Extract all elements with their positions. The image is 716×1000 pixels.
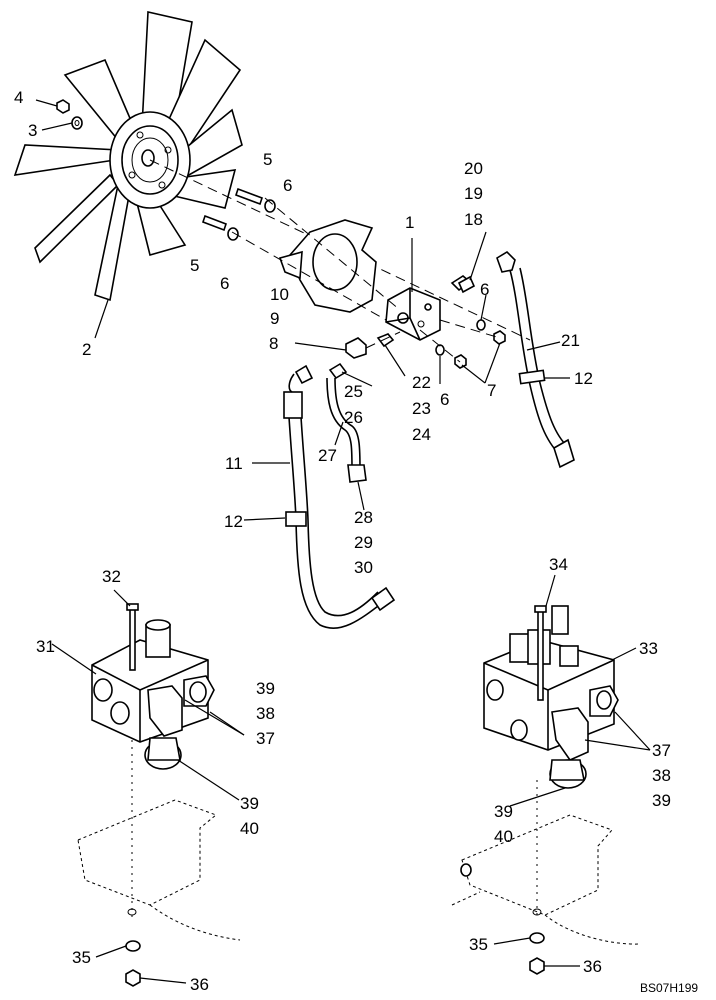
callout-34: 34 bbox=[549, 555, 568, 574]
assembly-line-a bbox=[264, 197, 401, 311]
callout-28: 28 bbox=[354, 508, 373, 527]
fitting-8 bbox=[345, 337, 367, 359]
bolt-34 bbox=[534, 605, 569, 701]
fan-spacer-bracket bbox=[278, 219, 377, 313]
callout-39-left-a: 39 bbox=[256, 679, 275, 698]
washer-35-right bbox=[529, 932, 545, 944]
washer-6-right bbox=[476, 319, 486, 331]
callout-29: 29 bbox=[354, 533, 373, 552]
washer-6-lower bbox=[227, 227, 239, 241]
fan-blade-assembly bbox=[13, 11, 243, 302]
callout-38-left: 38 bbox=[256, 704, 275, 723]
callout-6-right: 6 bbox=[480, 280, 489, 299]
drawing-code: BS07H199 bbox=[640, 981, 698, 995]
nut-36-right bbox=[529, 957, 545, 975]
callout-40-left: 40 bbox=[240, 819, 259, 838]
assembly-line-b bbox=[231, 231, 387, 321]
callout-10: 10 bbox=[270, 285, 289, 304]
callout-38-right: 38 bbox=[652, 766, 671, 785]
bolt-5-lower bbox=[201, 214, 228, 232]
washer-35-left bbox=[125, 940, 141, 952]
bolt-32 bbox=[126, 603, 139, 671]
washer-6-upper bbox=[264, 199, 276, 213]
callout-26: 26 bbox=[344, 408, 363, 427]
callout-24: 24 bbox=[412, 425, 431, 444]
callout-37-right: 37 bbox=[652, 741, 671, 760]
callout-31: 31 bbox=[36, 637, 55, 656]
elbow-fitting-37-right bbox=[549, 707, 589, 789]
callout-33: 33 bbox=[639, 639, 658, 658]
callout-36-left: 36 bbox=[190, 975, 209, 994]
nut-4 bbox=[56, 99, 70, 114]
callout-40-right: 40 bbox=[494, 827, 513, 846]
assembly-line-c bbox=[439, 319, 501, 339]
leader-lines bbox=[35, 99, 651, 984]
bolt-5-upper bbox=[234, 187, 264, 206]
hose-27 bbox=[326, 362, 367, 483]
callout-7: 7 bbox=[487, 381, 496, 400]
callout-37-left: 37 bbox=[256, 729, 275, 748]
callout-30: 30 bbox=[354, 558, 373, 577]
nut-7-b bbox=[454, 354, 467, 369]
fitting-39-left bbox=[183, 675, 215, 707]
callout-4: 4 bbox=[14, 88, 23, 107]
callout-39-left-b: 39 bbox=[240, 794, 259, 813]
callout-27: 27 bbox=[318, 446, 337, 465]
callout-12-right: 12 bbox=[574, 369, 593, 388]
callout-11: 11 bbox=[225, 454, 243, 473]
callout-9: 9 bbox=[270, 309, 279, 328]
hose-11 bbox=[283, 364, 396, 630]
nut-36-left bbox=[125, 969, 141, 987]
washer-6-center bbox=[435, 344, 445, 356]
callout-22: 22 bbox=[412, 373, 431, 392]
callout-23: 23 bbox=[412, 399, 431, 418]
callout-12-left: 12 bbox=[224, 512, 243, 531]
callout-32: 32 bbox=[102, 567, 121, 586]
callout-39-right-b: 39 bbox=[494, 802, 513, 821]
left-mounting-plate bbox=[77, 799, 241, 941]
fitting-22 bbox=[376, 333, 395, 348]
callout-36-right: 36 bbox=[583, 957, 602, 976]
callout-5-upper: 5 bbox=[263, 150, 272, 169]
callout-3: 3 bbox=[28, 121, 37, 140]
callout-35-left: 35 bbox=[72, 948, 91, 967]
fan-motor-1 bbox=[385, 287, 441, 341]
callout-6-lower: 6 bbox=[220, 274, 229, 293]
callout-2: 2 bbox=[82, 340, 91, 359]
callout-1: 1 bbox=[405, 213, 414, 232]
fitting-18 bbox=[450, 275, 476, 294]
assembly-line-d bbox=[419, 329, 461, 363]
callout-8: 8 bbox=[269, 334, 278, 353]
callout-6-center: 6 bbox=[440, 390, 449, 409]
washer-3 bbox=[71, 116, 83, 130]
elbow-fitting-37-left bbox=[144, 685, 183, 770]
callout-35-right: 35 bbox=[469, 935, 488, 954]
callout-18: 18 bbox=[464, 210, 483, 229]
nut-7-a bbox=[493, 330, 506, 345]
assembly-line-e bbox=[365, 331, 401, 349]
callout-20: 20 bbox=[464, 159, 483, 178]
callout-25: 25 bbox=[344, 382, 363, 401]
fitting-39-right bbox=[589, 685, 619, 717]
callout-5-lower: 5 bbox=[190, 256, 199, 275]
callout-labels: 4 3 2 5 6 5 6 10 9 1 20 19 18 6 21 12 7 … bbox=[14, 88, 698, 995]
callout-6-upper: 6 bbox=[283, 176, 292, 195]
callout-21: 21 bbox=[561, 331, 580, 350]
callout-39-right-a: 39 bbox=[652, 791, 671, 810]
hose-21 bbox=[496, 250, 575, 469]
right-mounting-plate bbox=[451, 814, 641, 945]
callout-19: 19 bbox=[464, 184, 483, 203]
